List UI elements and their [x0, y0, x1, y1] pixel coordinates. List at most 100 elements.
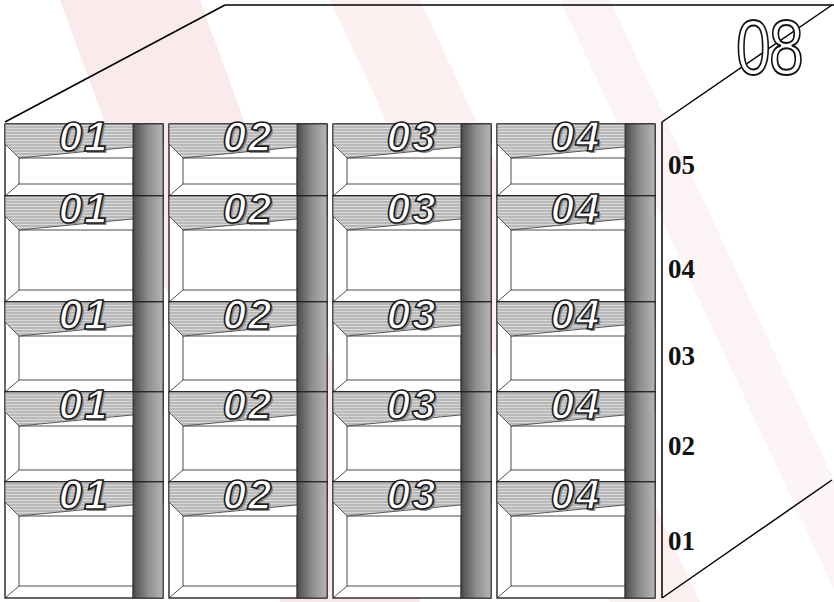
- cell-back: [511, 336, 625, 380]
- shelf-cell: 02: [173, 474, 323, 520]
- cell-number: 01: [59, 384, 110, 426]
- shelf-cell: 01: [9, 384, 159, 430]
- shelf-cell: 02: [173, 294, 323, 340]
- cell-back: [19, 230, 133, 290]
- perspective-line: [333, 470, 347, 482]
- shelf-cell: 03: [337, 294, 487, 340]
- shelf-pillar: [625, 196, 655, 302]
- shelf-pillar: [461, 482, 491, 598]
- cell-number: 01: [59, 116, 110, 158]
- perspective-line: [333, 184, 347, 196]
- cell-number: 04: [551, 188, 602, 230]
- cell-back: [511, 158, 625, 184]
- perspective-line: [497, 380, 511, 392]
- perspective-line: [169, 184, 183, 196]
- section-number: 08: [736, 8, 802, 86]
- shelf-cell: 04: [501, 474, 651, 520]
- cell-number: 04: [551, 384, 602, 426]
- perspective-line: [333, 380, 347, 392]
- cell-back: [511, 516, 625, 586]
- cell-number: 03: [387, 188, 438, 230]
- cell-number: 02: [223, 474, 274, 516]
- perspective-line: [5, 184, 19, 196]
- shelf-pillar: [625, 302, 655, 392]
- shelf-pillar: [133, 196, 163, 302]
- shelf-cell: 04: [501, 294, 651, 340]
- shelf-pillar: [625, 392, 655, 482]
- cell-back: [347, 230, 461, 290]
- perspective-line: [497, 586, 511, 598]
- perspective-line: [5, 380, 19, 392]
- shelf-cell: 02: [173, 116, 323, 162]
- perspective-line: [169, 586, 183, 598]
- shelf-cell: 01: [9, 188, 159, 234]
- perspective-line: [333, 290, 347, 302]
- shelf-pillar: [133, 302, 163, 392]
- shelf-cell: 02: [173, 188, 323, 234]
- shelf-cell: 03: [337, 116, 487, 162]
- watermark-stripes: [60, 0, 834, 602]
- cell-number: 02: [223, 116, 274, 158]
- shelf-pillar: [297, 482, 327, 598]
- row-number: 02: [668, 433, 695, 460]
- shelf-pillar: [461, 124, 491, 196]
- shelf-pillar: [625, 124, 655, 196]
- cell-number: 04: [551, 294, 602, 336]
- shelf-cells: [5, 124, 655, 598]
- shelf-pillar: [133, 124, 163, 196]
- cell-back: [19, 516, 133, 586]
- row-number: 05: [668, 152, 695, 179]
- shelf-pillar: [133, 392, 163, 482]
- cell-back: [347, 516, 461, 586]
- cell-back: [183, 158, 297, 184]
- cell-number: 04: [551, 474, 602, 516]
- cell-number: 01: [59, 294, 110, 336]
- perspective-line: [497, 470, 511, 482]
- row-number: 03: [668, 343, 695, 370]
- cell-back: [347, 336, 461, 380]
- shelf-cell: 03: [337, 474, 487, 520]
- cell-number: 03: [387, 116, 438, 158]
- cell-number: 04: [551, 116, 602, 158]
- shelf-pillar: [461, 302, 491, 392]
- perspective-line: [5, 470, 19, 482]
- cell-number: 03: [387, 384, 438, 426]
- shelf-pillar: [297, 392, 327, 482]
- cell-back: [19, 426, 133, 470]
- shelf-pillar: [461, 196, 491, 302]
- shelf-cell: 04: [501, 116, 651, 162]
- perspective-line: [169, 470, 183, 482]
- cell-number: 01: [59, 188, 110, 230]
- perspective-line: [497, 184, 511, 196]
- shelf-cell: 04: [501, 188, 651, 234]
- cell-back: [347, 426, 461, 470]
- perspective-line: [5, 586, 19, 598]
- row-number: 01: [668, 528, 695, 555]
- box-outline: [5, 5, 834, 598]
- cell-back: [183, 230, 297, 290]
- cell-back: [19, 158, 133, 184]
- shelf-pillar: [625, 482, 655, 598]
- cell-back: [511, 426, 625, 470]
- shelf-cell: 04: [501, 384, 651, 430]
- cell-number: 01: [59, 474, 110, 516]
- cell-back: [183, 426, 297, 470]
- shelf-cell: 03: [337, 188, 487, 234]
- perspective-line: [169, 290, 183, 302]
- perspective-line: [333, 586, 347, 598]
- cell-back: [347, 158, 461, 184]
- shelf-pillar: [297, 302, 327, 392]
- cell-number: 02: [223, 384, 274, 426]
- shelf-pillar: [297, 196, 327, 302]
- perspective-line: [169, 380, 183, 392]
- shelf-cell: 03: [337, 384, 487, 430]
- perspective-line: [5, 290, 19, 302]
- cell-back: [511, 230, 625, 290]
- cell-back: [183, 516, 297, 586]
- cell-back: [19, 336, 133, 380]
- shelf-cell: 01: [9, 474, 159, 520]
- cell-number: 02: [223, 188, 274, 230]
- shelf-cell: 01: [9, 116, 159, 162]
- cell-number: 02: [223, 294, 274, 336]
